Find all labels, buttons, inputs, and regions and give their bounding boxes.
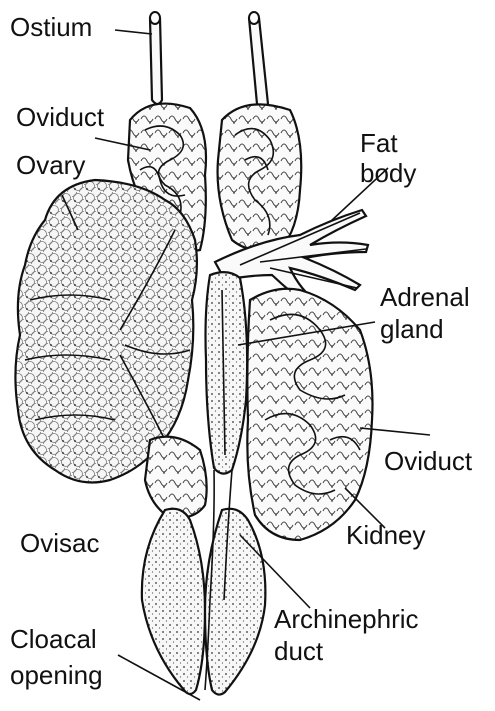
central-adrenal	[206, 272, 248, 473]
label-kidney: Kidney	[346, 520, 426, 550]
label-oviduct-top: Oviduct	[16, 102, 104, 132]
right-kidney-coils	[247, 289, 372, 540]
label-ovary: Ovary	[16, 150, 85, 180]
label-fat-body-line1: Fat	[360, 128, 398, 158]
label-ovisac: Ovisac	[20, 528, 99, 558]
label-adrenal-line2: gland	[380, 314, 444, 344]
leader-ostium	[115, 30, 152, 34]
right-ostium	[249, 12, 268, 108]
label-adrenal-line1: Adrenal	[380, 282, 470, 312]
label-ostium: Ostium	[10, 12, 92, 42]
label-archinephric-line1: Archinephric	[274, 604, 419, 634]
label-fat-body-line2: body	[360, 158, 416, 188]
label-oviduct-right: Oviduct	[384, 446, 472, 476]
label-cloacal-line1: Cloacal	[10, 624, 97, 654]
label-archinephric-line2: duct	[274, 636, 323, 666]
left-ostium	[150, 12, 162, 104]
right-oviduct-coils	[218, 104, 302, 251]
label-cloacal-line2: opening	[10, 660, 103, 690]
left-lower-oviduct	[145, 437, 207, 519]
right-ovisac	[205, 509, 265, 695]
left-ovisac	[142, 509, 205, 694]
